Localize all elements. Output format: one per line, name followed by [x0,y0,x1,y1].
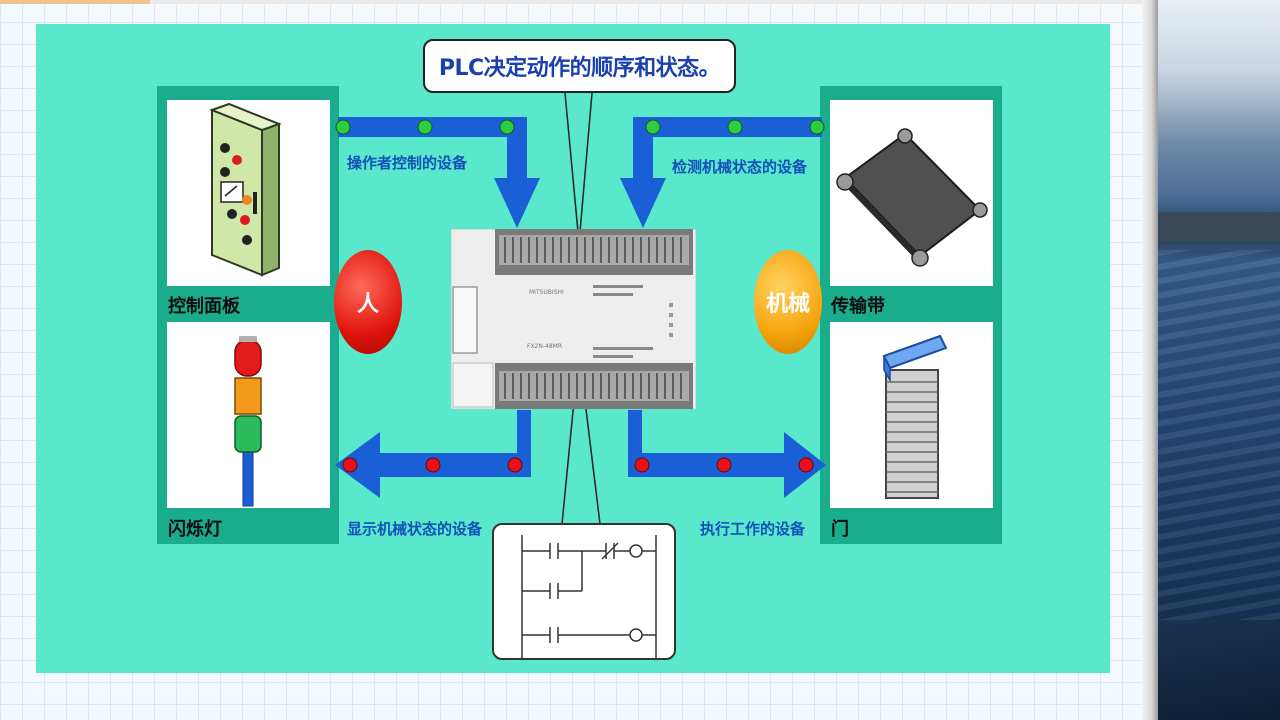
shutter-slats [886,381,938,493]
output-dot [425,457,441,473]
control-panel-label: 控制面板 [168,296,240,317]
input-dot [335,119,351,135]
output-dot [507,457,523,473]
work-output-label: 执行工作的设备 [700,520,806,538]
flash-light-box [167,322,330,508]
input-dot [727,119,743,135]
wallpaper-dock [1158,620,1280,720]
signal-tower-icon [234,336,262,507]
door-box [830,322,993,508]
operator-input-label: 操作者控制的设备 [347,154,468,172]
shutter-door-icon [882,334,948,499]
display-output-arrow [335,410,531,498]
machine-badge: 机械 [754,250,822,354]
plc-model-text: MITSUBISHI [529,289,564,296]
control-panel-box [167,100,330,286]
desktop-wallpaper [1158,0,1280,720]
operator-input-arrow [338,117,540,228]
flash-light-label: 闪烁灯 [168,519,222,540]
door-label: 门 [831,519,849,540]
machine-sensor-label: 检测机械状态的设备 [672,158,808,176]
plc-sub-text: FX2N-48MR [527,343,563,350]
person-badge-label: 人 [356,292,379,317]
person-badge: 人 [334,250,402,354]
conveyor-label: 传输带 [831,296,885,317]
input-dot [417,119,433,135]
input-dot [809,119,825,135]
output-dot [716,457,732,473]
work-output-arrow [628,410,826,498]
callout-pointer [564,92,593,233]
input-dot [499,119,515,135]
input-dot [645,119,661,135]
window-divider [1142,0,1158,720]
callout-text: PLC决定动作的顺序和状态。 [438,56,721,81]
wallpaper-skyline [1158,212,1280,242]
output-dot [342,457,358,473]
plc-unit: MITSUBISHI FX2N-48MR [451,229,696,409]
conveyor-box [830,100,993,286]
output-dot [634,457,650,473]
machine-badge-label: 机械 [765,292,810,317]
conveyor-belt-icon [836,128,988,267]
output-dot [798,457,814,473]
plc-illustration [451,229,696,409]
sensor-input-arrow [620,117,822,228]
control-panel-icon [209,102,282,277]
display-output-label: 显示机械状态的设备 [347,520,483,538]
ladder-diagram [521,535,657,660]
callout-bubble: PLC决定动作的顺序和状态。 [423,39,736,93]
top-strip [0,0,1158,4]
top-tab [0,0,150,4]
ladder-diagram-box [492,523,676,660]
